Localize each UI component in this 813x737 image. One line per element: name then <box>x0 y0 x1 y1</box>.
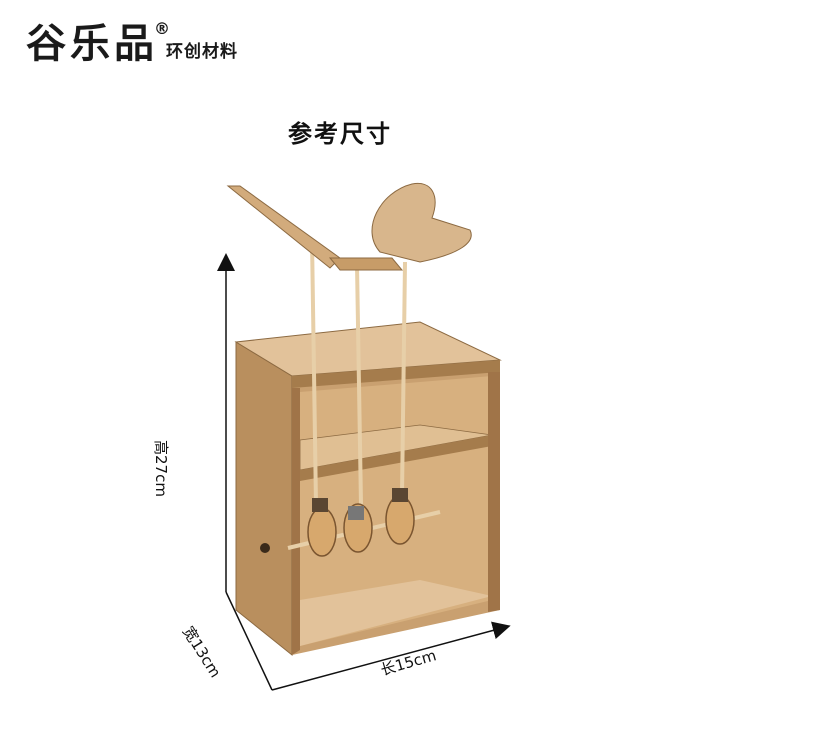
brand-subtitle: 环创材料 <box>166 42 238 62</box>
page-title: 参考尺寸 <box>288 120 392 148</box>
cardboard-box <box>234 321 502 657</box>
length-arrow <box>271 621 511 691</box>
brand-logo: 谷乐品 ® 环创材料 <box>26 19 238 67</box>
dragonfly-model <box>226 182 472 271</box>
registered-mark: ® <box>154 19 170 38</box>
width-arrow-base <box>225 591 273 691</box>
push-rods <box>310 239 407 506</box>
brand-name: 谷乐品 <box>26 20 158 67</box>
cam-axle <box>287 488 441 557</box>
height-label: 高27cm <box>152 440 170 497</box>
